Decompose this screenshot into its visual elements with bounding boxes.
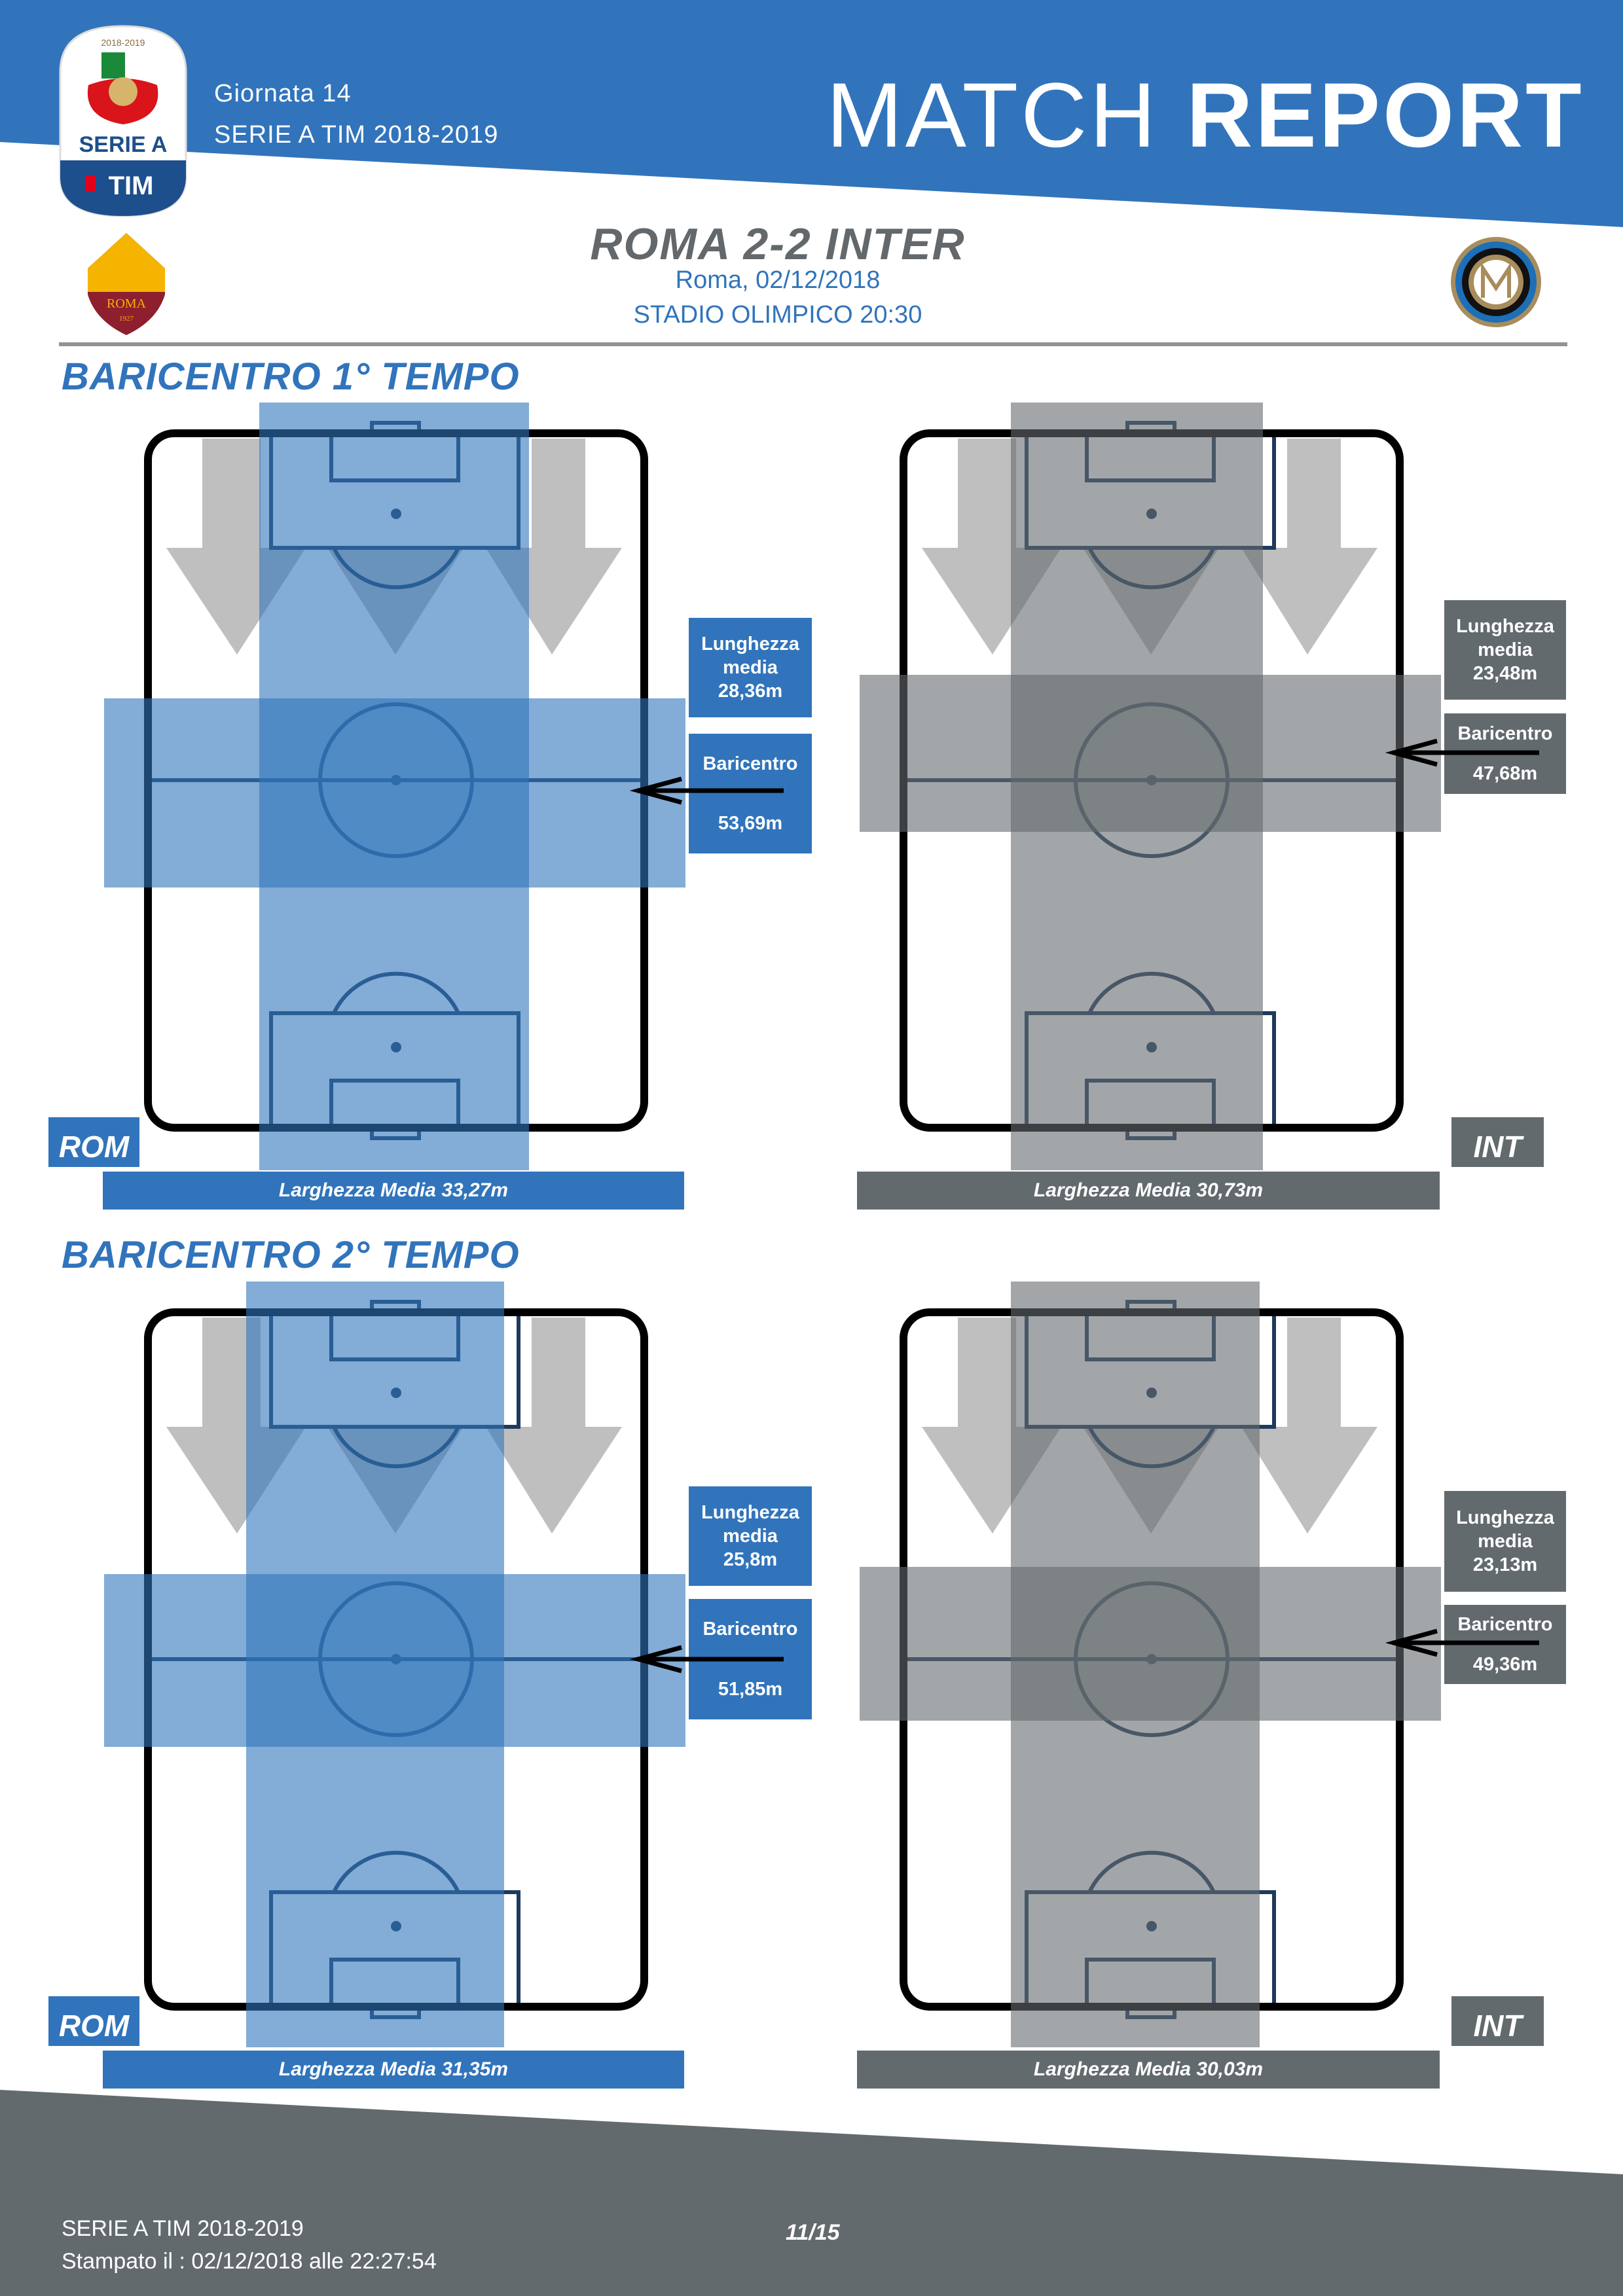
arrow-right-shaft — [532, 1318, 585, 1427]
logo-tim-mark — [85, 175, 96, 191]
lunghezza-box: Lunghezza media 23,48m — [1444, 600, 1566, 700]
baricentro-box: Baricentro 47,68m — [1444, 713, 1566, 794]
logo-tim-band — [60, 160, 186, 216]
larghezza-bar: Larghezza Media 33,27m — [103, 1172, 684, 1210]
header-band — [0, 0, 1623, 227]
roma-top — [88, 233, 165, 292]
logo-sponsor: TIM — [109, 171, 154, 200]
length-band — [104, 698, 685, 888]
baricentro-label: Baricentro — [1457, 723, 1553, 744]
inter-inner — [1474, 260, 1518, 304]
report-title-light: MATCH — [826, 63, 1159, 166]
lunghezza-box: Lunghezza media 28,36m — [689, 618, 812, 717]
lunghezza-label: Lunghezza media — [701, 634, 799, 678]
logo-name: SERIE A — [79, 132, 168, 157]
roma-year: 1927 — [119, 315, 134, 323]
team-tag: INT — [1451, 1117, 1544, 1167]
logo-ball — [109, 77, 137, 106]
header-divider — [59, 342, 1567, 346]
baricentro-box: Baricentro 53,69m — [689, 734, 812, 853]
section-title-second-half: BARICENTRO 2° TEMPO — [62, 1234, 520, 1276]
lunghezza-value: 25,8m — [723, 1549, 778, 1570]
arrow-left-shaft — [202, 439, 261, 548]
report-title: MATCH REPORT — [826, 62, 1584, 168]
logo-green — [101, 52, 125, 79]
section-title-first-half: BARICENTRO 1° TEMPO — [62, 355, 520, 398]
lunghezza-label: Lunghezza media — [701, 1502, 799, 1547]
baricentro-box: Baricentro 51,85m — [689, 1599, 812, 1719]
inter-crest — [1451, 237, 1541, 327]
place-date: Roma, 02/12/2018 — [675, 266, 881, 294]
baricentro-box: Baricentro 49,36m — [1444, 1605, 1566, 1684]
arrow-down-icon — [486, 1427, 622, 1534]
page-number: 11/15 — [786, 2220, 840, 2245]
score-line: ROMA 2-2 INTER — [590, 219, 966, 269]
arrow-right-shaft — [1287, 439, 1341, 548]
team-tag: ROM — [48, 1117, 139, 1167]
arrow-down-icon — [1241, 1427, 1377, 1534]
lunghezza-label: Lunghezza media — [1456, 616, 1554, 660]
inter-monogram — [1481, 262, 1511, 298]
lunghezza-label: Lunghezza media — [1456, 1507, 1554, 1552]
report-title-bold: REPORT — [1186, 63, 1584, 166]
baricentro-label: Baricentro — [702, 753, 798, 774]
baricentro-label: Baricentro — [702, 1619, 798, 1640]
larghezza-bar: Larghezza Media 30,03m — [857, 2051, 1440, 2089]
length-band — [860, 1567, 1441, 1721]
baricentro-value: 53,69m — [718, 813, 783, 834]
length-band — [860, 675, 1441, 832]
footer-printed: Stampato il : 02/12/2018 alle 22:27:54 — [62, 2249, 437, 2274]
arrow-right-shaft — [532, 439, 585, 548]
team-tag: INT — [1451, 1996, 1544, 2046]
competition-label: SERIE A TIM 2018-2019 — [214, 121, 499, 149]
larghezza-bar: Larghezza Media 31,35m — [103, 2051, 684, 2089]
round-label: Giornata 14 — [214, 80, 352, 107]
baricentro-label: Baricentro — [1457, 1614, 1553, 1636]
lunghezza-value: 23,48m — [1472, 663, 1538, 684]
arrow-right-shaft — [1287, 1318, 1341, 1427]
arrow-left-shaft — [958, 1318, 1016, 1427]
footer-band — [0, 2090, 1623, 2296]
baricentro-value: 49,36m — [1472, 1653, 1538, 1675]
baricentro-value: 51,85m — [718, 1679, 783, 1700]
arrow-down-icon — [1241, 548, 1377, 655]
footer-competition: SERIE A TIM 2018-2019 — [62, 2216, 304, 2241]
roma-text: ROMA — [107, 296, 147, 311]
logo-season: 2018-2019 — [101, 37, 145, 48]
team-tag: ROM — [48, 1996, 139, 2046]
larghezza-bar: Larghezza Media 30,73m — [857, 1172, 1440, 1210]
baricentro-value: 47,68m — [1472, 763, 1538, 785]
lunghezza-value: 28,36m — [718, 681, 783, 702]
venue-time: STADIO OLIMPICO 20:30 — [633, 301, 922, 329]
roma-crest: ROMA 1927 — [88, 233, 165, 335]
lunghezza-value: 23,13m — [1472, 1554, 1538, 1575]
length-band — [104, 1574, 685, 1747]
arrow-left-shaft — [958, 439, 1016, 548]
